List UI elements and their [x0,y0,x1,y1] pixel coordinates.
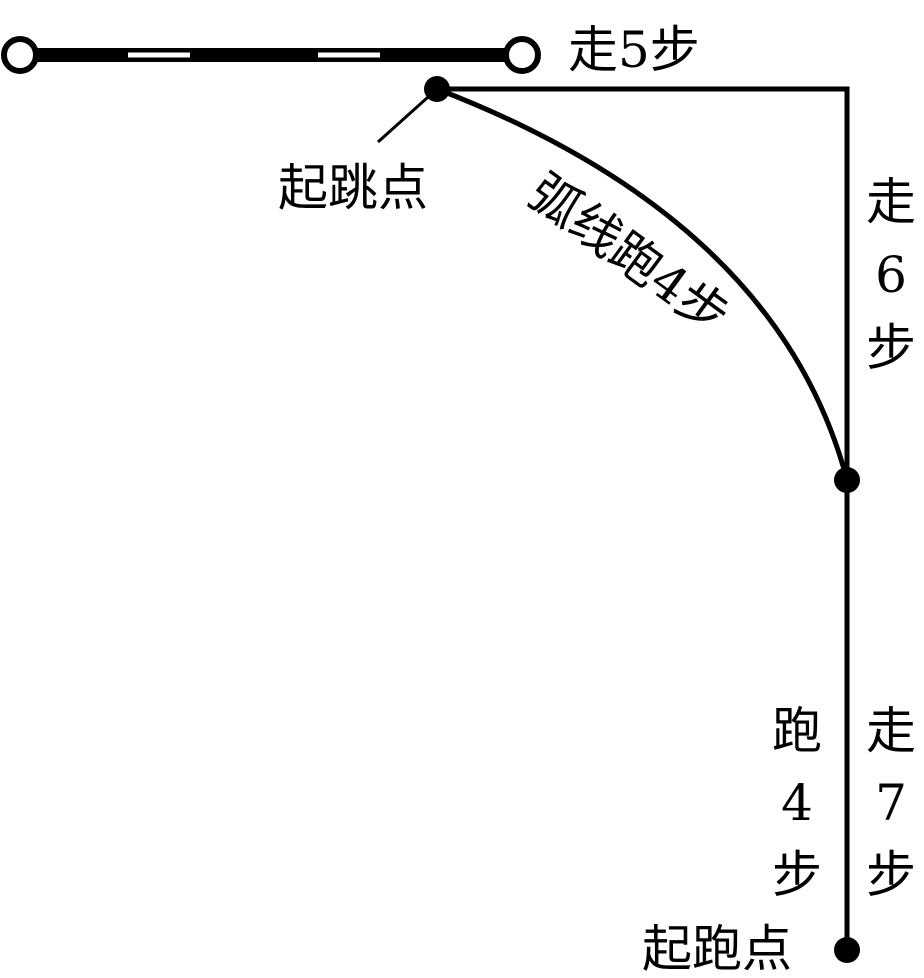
run-start-point [834,937,860,963]
takeoff-point [424,76,450,102]
walk-6-char-3: 步 [866,319,916,377]
arc-run-path [436,86,850,481]
walk-7-char-3: 步 [866,846,916,904]
run-4-char-2: 4 [781,774,813,832]
run-4-char-1: 跑 [772,702,822,760]
walk-7-char-1: 走 [866,702,916,760]
takeoff-leader-line [376,87,439,144]
walk-7-char-2: 7 [875,774,907,832]
walk-6-steps-label: 走 6 步 [866,173,916,377]
walk-7-steps-label: 走 7 步 [866,702,916,904]
curve-start-point [834,467,860,493]
takeoff-label: 起跳点 [278,159,428,217]
walk-6-char-1: 走 [866,173,916,231]
crossbar-right-post [503,36,541,74]
run-4-char-3: 步 [772,846,822,904]
arc-run-4-steps-label: 弧线跑4步 [518,163,740,346]
walk-6-char-2: 6 [875,246,907,304]
run-4-steps-label: 跑 4 步 [772,702,822,904]
run-start-label: 起跑点 [642,920,792,978]
walk-path [437,86,850,950]
walk-5-steps-label: 走5步 [568,21,700,79]
crossbar [1,36,541,74]
crossbar-left-post [1,36,39,74]
crossbar-stripe-2 [318,52,380,58]
crossbar-stripe-1 [128,52,190,58]
